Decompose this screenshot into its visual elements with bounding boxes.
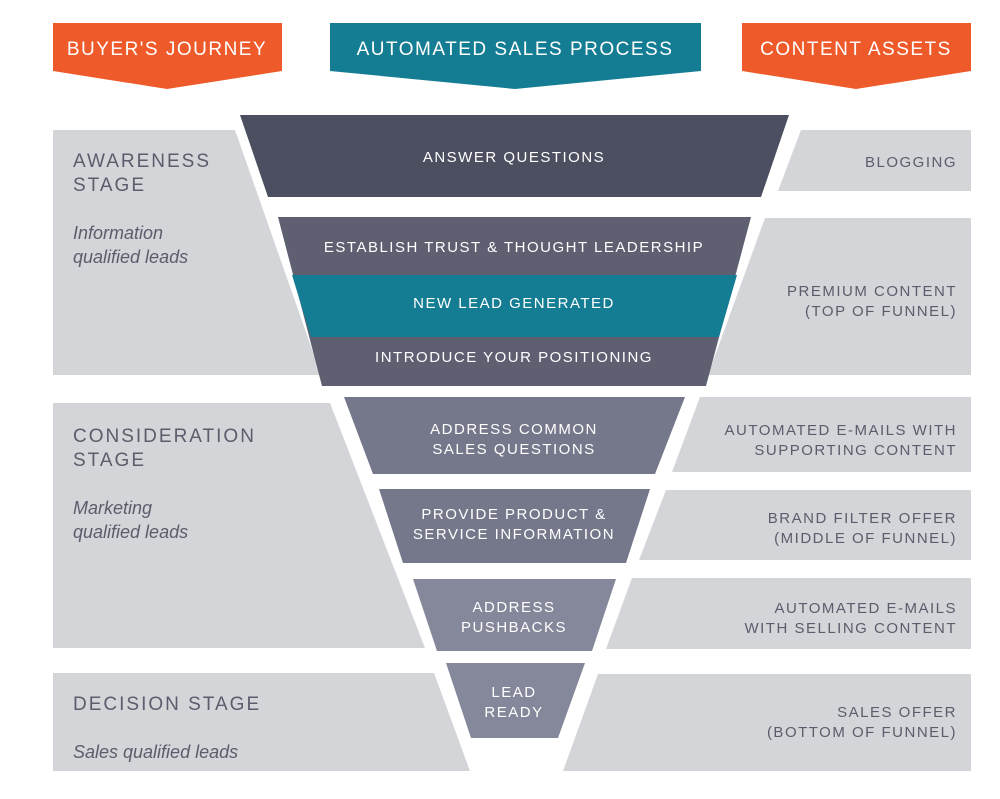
asset-panel xyxy=(606,578,971,649)
header-label: CONTENT ASSETS xyxy=(760,39,952,60)
asset-panel xyxy=(672,397,971,472)
funnel-segment xyxy=(446,663,585,738)
asset-label: SUPPORTING CONTENT xyxy=(754,442,957,459)
funnel-address-common-questions: ADDRESS COMMON SALES QUESTIONS xyxy=(344,397,685,474)
header-automated-sales-process: AUTOMATED SALES PROCESS xyxy=(330,23,701,89)
header-label: AUTOMATED SALES PROCESS xyxy=(357,39,674,60)
asset-panel xyxy=(563,674,971,771)
asset-panel xyxy=(639,490,971,560)
funnel-new-lead-generated: NEW LEAD GENERATED xyxy=(292,275,737,337)
asset-label: SALES OFFER xyxy=(837,704,957,721)
funnel-segment xyxy=(344,397,685,474)
funnel-label: ADDRESS xyxy=(472,599,555,616)
funnel-lead-ready: LEAD READY xyxy=(446,663,585,738)
stage-title: DECISION STAGE xyxy=(73,694,261,715)
header-banner-shape xyxy=(742,23,971,89)
stage-title: STAGE xyxy=(73,450,146,471)
stage-title: CONSIDERATION xyxy=(73,426,256,447)
stage-panel xyxy=(53,130,321,375)
stage-title: STAGE xyxy=(73,175,146,196)
stage-subtitle: Information xyxy=(73,223,163,243)
asset-brand-filter-offer: BRAND FILTER OFFER (MIDDLE OF FUNNEL) xyxy=(639,490,971,560)
asset-label: WITH SELLING CONTENT xyxy=(744,620,957,637)
stage-subtitle: Sales qualified leads xyxy=(73,742,238,762)
funnel-segment xyxy=(240,115,789,197)
stage-awareness: AWARENESS STAGE Information qualified le… xyxy=(53,130,321,375)
funnel-label: SERVICE INFORMATION xyxy=(413,526,615,543)
header-buyers-journey: BUYER'S JOURNEY xyxy=(53,23,282,89)
stage-decision: DECISION STAGE Sales qualified leads xyxy=(53,673,470,771)
asset-selling-emails: AUTOMATED E-MAILS WITH SELLING CONTENT xyxy=(606,578,971,649)
asset-label: (TOP OF FUNNEL) xyxy=(805,303,957,320)
asset-sales-offer: SALES OFFER (BOTTOM OF FUNNEL) xyxy=(563,674,971,771)
asset-label: PREMIUM CONTENT xyxy=(787,283,957,300)
asset-panel xyxy=(708,218,971,375)
funnel-segment-highlight xyxy=(292,275,737,337)
funnel-label: READY xyxy=(484,704,543,721)
funnel-label: PUSHBACKS xyxy=(461,619,567,636)
funnel-label: ANSWER QUESTIONS xyxy=(423,149,605,166)
funnel-segment xyxy=(379,489,650,563)
asset-premium-content: PREMIUM CONTENT (TOP OF FUNNEL) xyxy=(708,218,971,375)
funnel-label: INTRODUCE YOUR POSITIONING xyxy=(375,349,653,366)
asset-blogging: BLOGGING xyxy=(778,130,971,191)
funnel-label: NEW LEAD GENERATED xyxy=(413,295,615,312)
funnel-segment xyxy=(413,579,616,651)
asset-label: (BOTTOM OF FUNNEL) xyxy=(767,724,957,741)
funnel-label: LEAD xyxy=(491,684,536,701)
funnel-label: ESTABLISH TRUST & THOUGHT LEADERSHIP xyxy=(324,239,704,256)
header-banner-shape xyxy=(330,23,701,89)
funnel-answer-questions: ANSWER QUESTIONS xyxy=(240,115,789,197)
stage-panel xyxy=(53,403,425,648)
funnel-provide-product-info: PROVIDE PRODUCT & SERVICE INFORMATION xyxy=(379,489,650,563)
header-banner-shape xyxy=(53,23,282,89)
funnel-label: SALES QUESTIONS xyxy=(432,441,595,458)
stage-subtitle: Marketing xyxy=(73,498,152,518)
stage-subtitle: qualified leads xyxy=(73,247,188,267)
asset-label: (MIDDLE OF FUNNEL) xyxy=(774,530,957,547)
stage-panel xyxy=(53,673,470,771)
header-content-assets: CONTENT ASSETS xyxy=(742,23,971,89)
asset-panel xyxy=(778,130,971,191)
asset-supporting-emails: AUTOMATED E-MAILS WITH SUPPORTING CONTEN… xyxy=(672,397,971,472)
asset-label: BLOGGING xyxy=(865,154,957,171)
header-label: BUYER'S JOURNEY xyxy=(67,39,267,60)
funnel-label: PROVIDE PRODUCT & xyxy=(421,506,606,523)
asset-label: AUTOMATED E-MAILS WITH xyxy=(725,422,957,439)
stage-title: AWARENESS xyxy=(73,151,211,172)
funnel-address-pushbacks: ADDRESS PUSHBACKS xyxy=(413,579,616,651)
funnel-label: ADDRESS COMMON xyxy=(430,421,598,438)
asset-label: AUTOMATED E-MAILS xyxy=(775,600,957,617)
stage-subtitle: qualified leads xyxy=(73,522,188,542)
stage-consideration: CONSIDERATION STAGE Marketing qualified … xyxy=(53,403,425,648)
asset-label: BRAND FILTER OFFER xyxy=(768,510,957,527)
